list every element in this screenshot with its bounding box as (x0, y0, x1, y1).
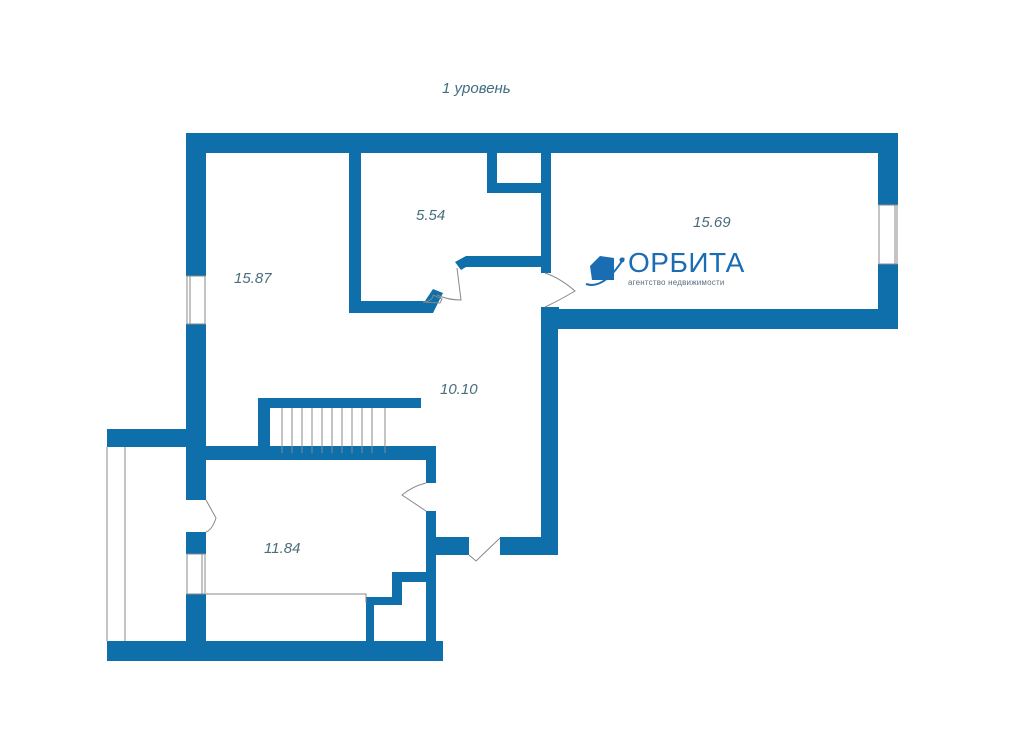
orbita-logo: ОРБИТА агентство недвижимости (584, 248, 764, 292)
room-area-hall: 10.10 (440, 381, 478, 398)
thin-lines (106, 204, 898, 641)
level-title: 1 уровень (442, 80, 511, 97)
logo-name: ОРБИТА (628, 247, 745, 278)
room-area-left: 15.87 (234, 270, 272, 287)
house-orbit-icon (585, 256, 625, 286)
room-area-bottom: 11.84 (264, 540, 301, 557)
walls (107, 133, 898, 661)
room-area-small: 5.54 (416, 207, 446, 224)
logo-subtitle: агентство недвижимости (628, 278, 725, 287)
room-area-right: 15.69 (693, 214, 731, 231)
